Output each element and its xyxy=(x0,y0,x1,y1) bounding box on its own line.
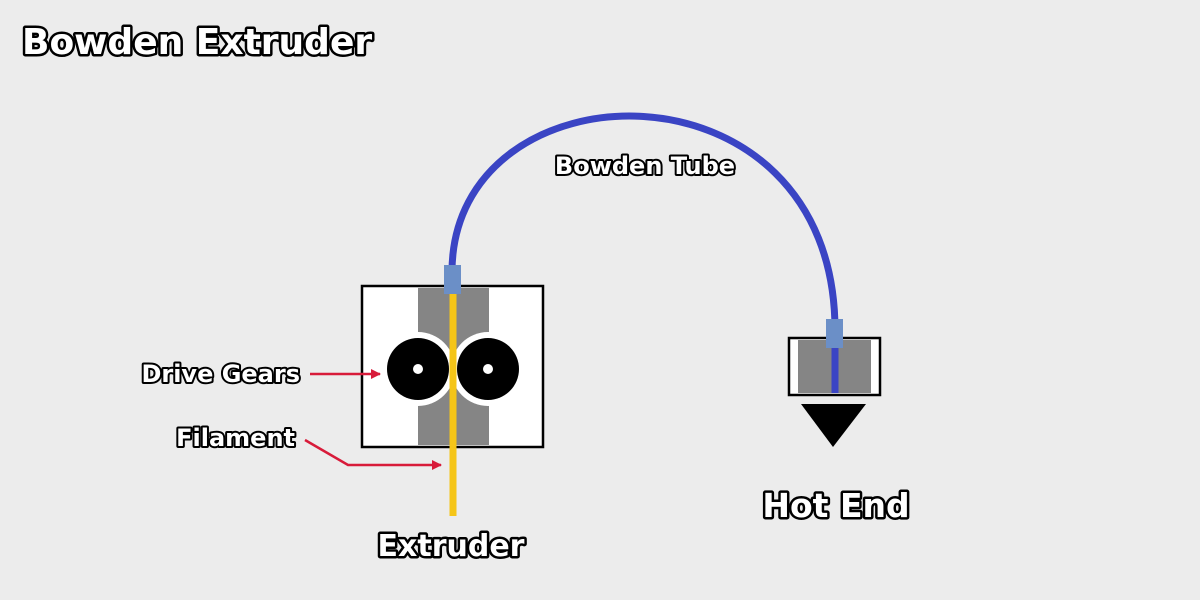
left-gear-axle xyxy=(413,364,423,374)
hot-end xyxy=(787,319,882,447)
bowden-tube xyxy=(448,112,839,334)
hot-end-label: Hot End xyxy=(762,486,909,525)
nozzle xyxy=(801,404,866,447)
extruder xyxy=(360,265,545,516)
drive-gears-label: Drive Gears xyxy=(141,360,300,388)
page-title: Bowden Extruder xyxy=(22,22,372,63)
filament-label: Filament xyxy=(176,424,295,452)
hot-end-coupler xyxy=(826,319,843,348)
filament-arrow xyxy=(304,438,442,470)
right-gear-axle xyxy=(483,364,493,374)
extruder-coupler xyxy=(444,265,461,294)
bowden-tube-label: Bowden Tube xyxy=(555,152,735,180)
extruder-label: Extruder xyxy=(378,529,525,564)
